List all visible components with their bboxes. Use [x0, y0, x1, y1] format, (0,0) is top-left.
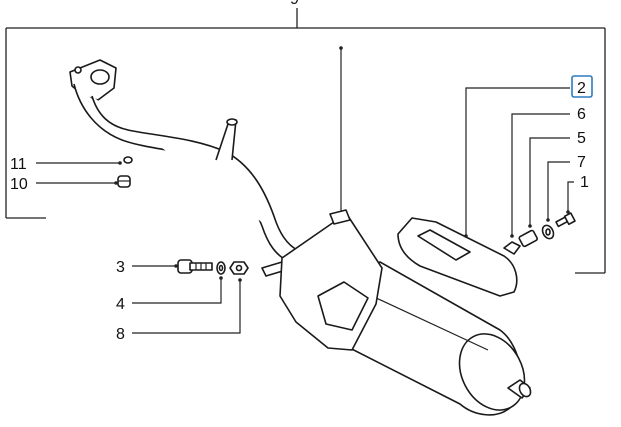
muffler-mounting-plate: [279, 209, 383, 351]
heat-shield: [397, 217, 518, 297]
hardware-left: [177, 259, 249, 275]
callout-label-5[interactable]: 5: [577, 130, 586, 147]
group-bracket-9: 9: [5, 0, 606, 274]
callout-leads: [36, 87, 574, 334]
hardware-manifold: [117, 156, 133, 188]
callout-label-2[interactable]: 2: [577, 80, 586, 97]
exhaust-manifold-pipe: [69, 59, 303, 277]
callout-label-3[interactable]: 3: [116, 259, 125, 276]
mounting-axis-line: [339, 46, 343, 212]
callout-label-6[interactable]: 6: [577, 106, 586, 123]
callout-label-1[interactable]: 1: [580, 174, 589, 191]
callout-label-8[interactable]: 8: [116, 326, 125, 343]
callout-label-10[interactable]: 10: [10, 176, 28, 193]
callout-label-11[interactable]: 11: [10, 156, 27, 173]
callout-label-4[interactable]: 4: [116, 296, 125, 313]
muffler: [337, 261, 532, 416]
callout-label-9[interactable]: 9: [290, 0, 299, 8]
callout-labels: 11 10 3 4 8 2 6 5 7 1: [10, 75, 593, 343]
callout-label-7[interactable]: 7: [577, 154, 586, 171]
hardware-right: [503, 212, 576, 255]
callout-highlight-box: [571, 75, 593, 98]
